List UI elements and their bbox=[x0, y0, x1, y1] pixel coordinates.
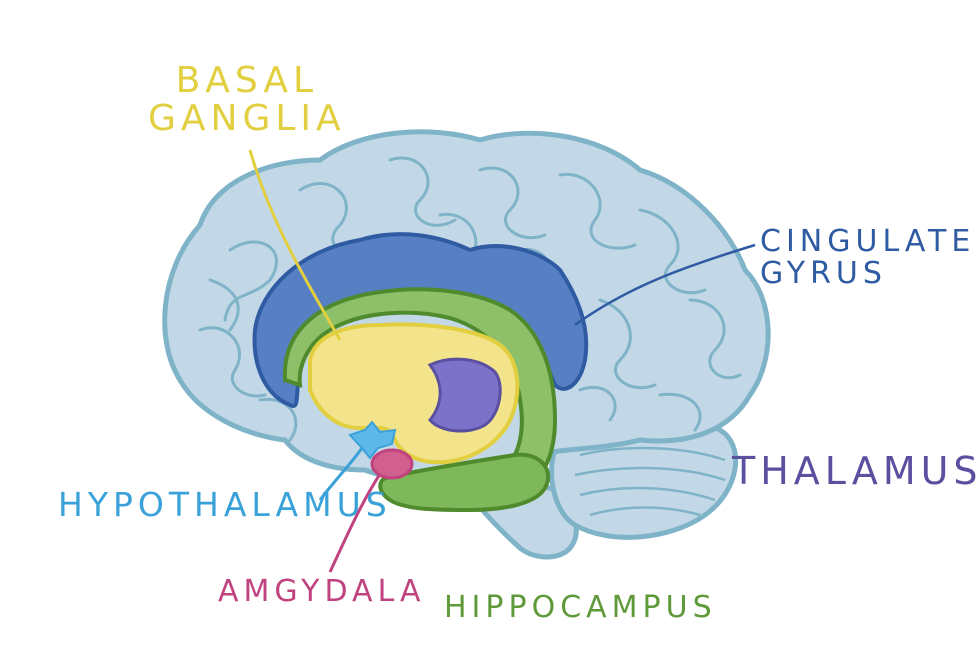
cingulate-gyrus-leader bbox=[574, 243, 756, 327]
hypothalamus-label: HYPOTHALAMUS bbox=[58, 485, 392, 524]
amygdala-leader bbox=[328, 473, 382, 573]
gyri-lines bbox=[198, 156, 742, 442]
basal-ganglia-leader bbox=[248, 149, 342, 341]
hippocampus-tail bbox=[378, 452, 551, 513]
hypothalamus-leader bbox=[318, 447, 364, 501]
thalamus-shape bbox=[427, 357, 502, 433]
basal-ganglia-label: BASAL GANGLIA bbox=[148, 60, 346, 139]
cerebellum-lines bbox=[574, 446, 726, 517]
amygdala-label: AMGYDALA bbox=[218, 574, 426, 609]
hippocampus-label: HIPPOCAMPUS bbox=[444, 590, 717, 625]
thalamus-label: THALAMUS bbox=[732, 449, 980, 493]
hypothalamus-shape bbox=[348, 420, 397, 460]
cingulate-gyrus-label: CINGULATE GYRUS bbox=[760, 224, 976, 291]
amygdala-shape bbox=[370, 448, 414, 480]
